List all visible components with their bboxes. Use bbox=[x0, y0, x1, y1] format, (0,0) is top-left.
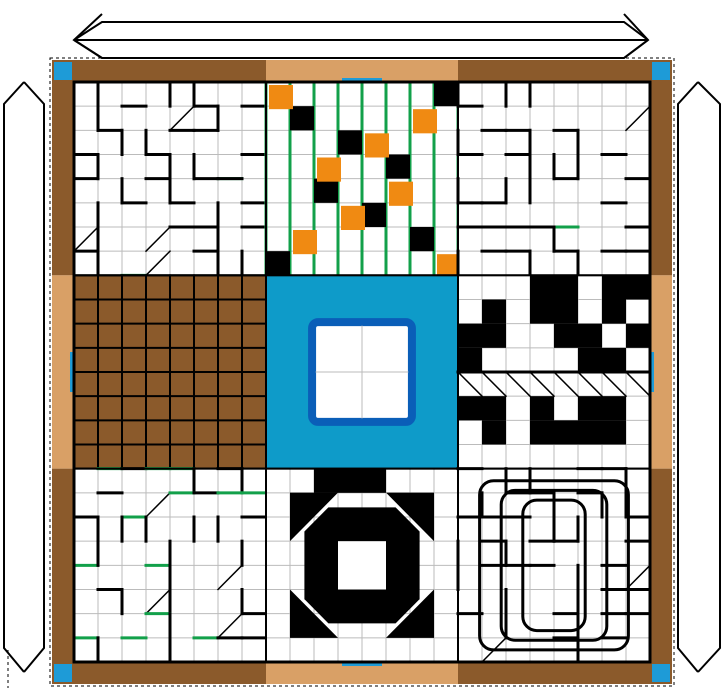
black-block bbox=[530, 420, 554, 444]
octagon-hole bbox=[338, 541, 386, 589]
orange-cell bbox=[389, 182, 413, 206]
black-block bbox=[482, 300, 506, 324]
black-block bbox=[530, 396, 554, 420]
corner-marker-2 bbox=[54, 664, 72, 682]
panel-top-right bbox=[458, 82, 650, 275]
black-block bbox=[602, 300, 626, 324]
black-block bbox=[602, 275, 626, 299]
frame-left-a bbox=[52, 82, 74, 275]
top-teeth bbox=[362, 469, 386, 493]
frame-right-a bbox=[650, 82, 672, 275]
black-block bbox=[602, 348, 626, 372]
panel-top-left bbox=[74, 82, 266, 275]
corner-marker-3 bbox=[652, 664, 670, 682]
black-block bbox=[482, 396, 506, 420]
black-cell bbox=[290, 106, 314, 130]
top-teeth bbox=[338, 469, 362, 493]
panel-bottom-left bbox=[74, 469, 266, 662]
black-block bbox=[554, 420, 578, 444]
frame-top-c bbox=[458, 60, 650, 82]
orange-cell bbox=[293, 230, 317, 254]
black-cell bbox=[362, 203, 386, 227]
panel-center bbox=[266, 275, 458, 468]
black-block bbox=[578, 348, 602, 372]
frame-bottom-a bbox=[74, 662, 266, 684]
black-block bbox=[626, 275, 650, 299]
black-block bbox=[482, 420, 506, 444]
black-block bbox=[554, 275, 578, 299]
black-block bbox=[458, 396, 482, 420]
black-block bbox=[458, 348, 482, 372]
black-block bbox=[458, 324, 482, 348]
black-block bbox=[530, 300, 554, 324]
black-block bbox=[602, 420, 626, 444]
black-block bbox=[482, 324, 506, 348]
panel-middle-left bbox=[74, 275, 266, 468]
black-block bbox=[626, 324, 650, 348]
frame-bottom-c bbox=[458, 662, 650, 684]
black-block bbox=[578, 420, 602, 444]
frame-top-a bbox=[74, 60, 266, 82]
black-block bbox=[554, 324, 578, 348]
panel-bottom-center bbox=[266, 469, 458, 662]
left-height-arrow bbox=[4, 82, 44, 672]
black-cell bbox=[410, 227, 434, 251]
black-cell bbox=[266, 251, 290, 275]
black-block bbox=[578, 324, 602, 348]
black-block bbox=[578, 396, 602, 420]
black-block bbox=[554, 300, 578, 324]
orange-cell bbox=[365, 133, 389, 157]
orange-cell bbox=[317, 158, 341, 182]
panel-middle-right bbox=[458, 275, 650, 468]
orange-cell bbox=[341, 206, 365, 230]
panel-top-center bbox=[266, 82, 461, 278]
black-cell bbox=[314, 179, 338, 203]
top-width-arrow bbox=[74, 14, 648, 58]
black-cell bbox=[386, 155, 410, 179]
orange-cell bbox=[269, 85, 293, 109]
black-block bbox=[530, 275, 554, 299]
panel-bottom-right bbox=[458, 469, 650, 662]
black-block bbox=[602, 396, 626, 420]
board-panels bbox=[74, 82, 650, 662]
frame-left-c bbox=[52, 469, 74, 662]
corner-marker-1 bbox=[652, 62, 670, 80]
black-cell bbox=[434, 82, 458, 106]
orange-cell bbox=[413, 109, 437, 133]
frame-right-c bbox=[650, 469, 672, 662]
corner-marker-0 bbox=[54, 62, 72, 80]
top-teeth bbox=[314, 469, 338, 493]
right-height-arrow bbox=[678, 82, 720, 672]
black-cell bbox=[338, 130, 362, 154]
